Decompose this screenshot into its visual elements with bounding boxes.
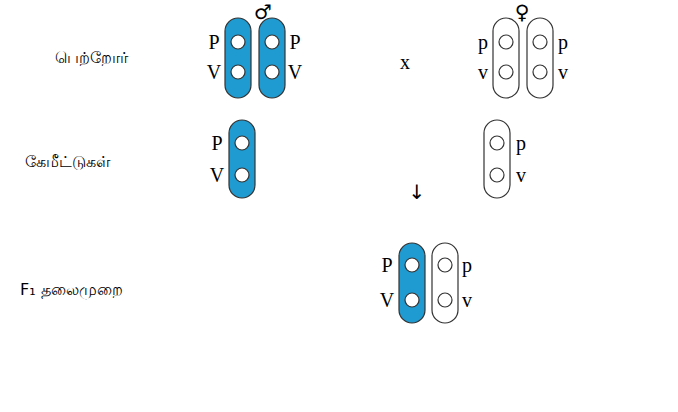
chromosome	[527, 18, 553, 98]
sex-symbol: ♀	[515, 1, 530, 23]
allele-label: p	[516, 132, 526, 154]
sex-symbol: ♂	[254, 1, 272, 23]
allele-label: v	[462, 289, 472, 311]
row-label: கேமீட்டுகள்	[25, 153, 110, 171]
allele-label: P	[289, 31, 300, 53]
chromosome	[225, 18, 251, 98]
allele-label: V	[210, 164, 224, 186]
allele-label: p	[478, 31, 488, 53]
allele-label: P	[381, 254, 392, 276]
allele-label: V	[380, 289, 394, 311]
chromosome	[399, 243, 425, 323]
allele-label: p	[462, 254, 472, 276]
allele-label: V	[288, 61, 302, 83]
arrow-symbol: ↓	[409, 181, 426, 203]
chromosome	[484, 120, 510, 198]
chromosome	[259, 18, 285, 98]
allele-label: P	[211, 132, 222, 154]
cross-sign: x	[400, 51, 410, 73]
allele-label: P	[208, 31, 219, 53]
allele-label: v	[478, 61, 488, 83]
allele-label: V	[207, 61, 221, 83]
allele-label: v	[516, 164, 526, 186]
chromosome	[432, 243, 458, 323]
row-label: F₁ தலைமுறை	[20, 281, 123, 299]
allele-label: v	[558, 61, 568, 83]
row-label: பெற்றோர்	[55, 49, 128, 67]
chromosome	[493, 18, 519, 98]
allele-label: p	[558, 31, 568, 53]
chromosome	[229, 120, 255, 198]
